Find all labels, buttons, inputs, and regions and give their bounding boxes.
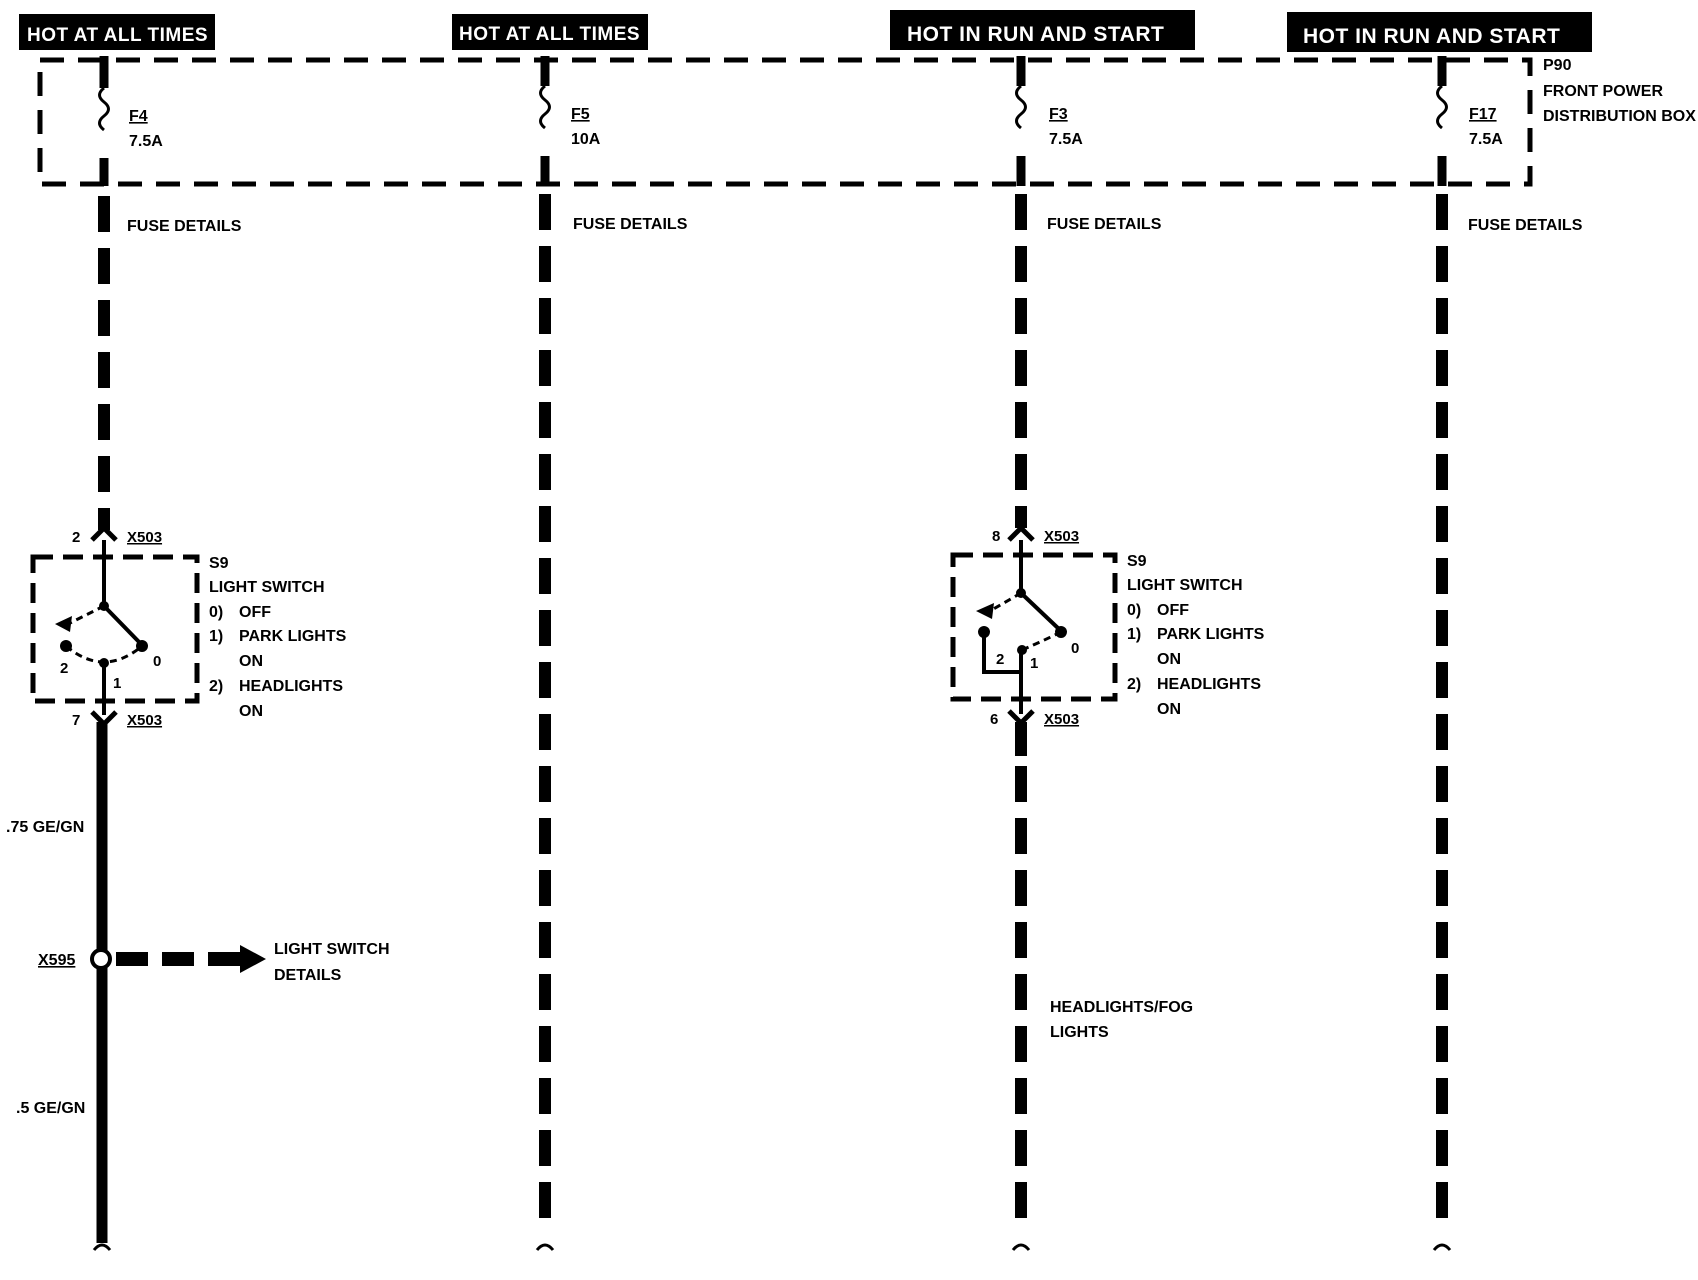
banner-2-text: HOT AT ALL TIMES: [459, 24, 640, 45]
banner-3: HOT IN RUN AND START: [890, 10, 1195, 50]
switch1-pos-2-text: ON: [239, 653, 263, 670]
fuse-f3-symbol: [1015, 84, 1027, 130]
switch2-connector-top: X503: [1044, 528, 1079, 545]
switch2-pos-4-text: ON: [1157, 701, 1181, 718]
fuse-f4-id: F4: [129, 108, 148, 125]
switch1-pos-3-num: 2): [209, 678, 223, 695]
splice-x595: [90, 948, 112, 970]
wire-label-75: .75 GE/GN: [6, 819, 84, 836]
splice-id: X595: [38, 952, 75, 969]
distribution-box-name-2: DISTRIBUTION BOX: [1543, 108, 1696, 125]
switch2-pos-3-num: 2): [1127, 676, 1141, 693]
switch1-pos-0-num: 0): [209, 604, 223, 621]
fuse-f3-id: F3: [1049, 106, 1068, 123]
fuse-f5-details: FUSE DETAILS: [573, 216, 688, 233]
switch1-connector-bottom: X503: [127, 712, 162, 729]
switch1-pos-0-text: OFF: [239, 604, 271, 621]
fuse-f5-rating: 10A: [571, 131, 601, 148]
switch2-connector-bottom: X503: [1044, 711, 1079, 728]
switch2-box: [950, 552, 1118, 702]
circuit-f17: F17 7.5A FUSE DETAILS: [1432, 56, 1583, 1251]
splice-ref-2: DETAILS: [274, 967, 342, 984]
switch1-name: LIGHT SWITCH: [209, 579, 325, 596]
switch2-pos-1-text: PARK LIGHTS: [1157, 626, 1265, 643]
circuit-f4: F4 7.5A FUSE DETAILS 2 X503 2 1 0 7 X503…: [6, 56, 390, 1251]
banner-4: HOT IN RUN AND START: [1287, 12, 1592, 52]
switch1-pos-3-text: HEADLIGHTS: [239, 678, 343, 695]
switch2-pos-0-text: OFF: [1157, 602, 1189, 619]
distribution-box-id: P90: [1543, 57, 1572, 74]
fuse-f17-symbol: [1436, 84, 1448, 130]
fuse-f17-rating: 7.5A: [1469, 131, 1503, 148]
circuit-f3: F3 7.5A FUSE DETAILS 8 X503 2 1 0 6 X503…: [950, 56, 1265, 1251]
switch1-contact-2: 2: [60, 660, 68, 677]
switch1-box: [30, 554, 200, 704]
switch2-contact-2: 2: [996, 651, 1004, 668]
switch2-pin-out: 6: [990, 711, 998, 728]
splice-ref-1: LIGHT SWITCH: [274, 941, 390, 958]
fuse-f17-details: FUSE DETAILS: [1468, 217, 1583, 234]
switch2-pos-3-text: HEADLIGHTS: [1157, 676, 1261, 693]
headlights-ref-2: LIGHTS: [1050, 1024, 1109, 1041]
switch2-pos-0-num: 0): [1127, 602, 1141, 619]
fuse-f4-rating: 7.5A: [129, 133, 163, 150]
wire-label-5: .5 GE/GN: [16, 1100, 85, 1117]
circuit-f5: F5 10A FUSE DETAILS: [535, 56, 688, 1251]
switch1-pos-1-num: 1): [209, 628, 223, 645]
headlights-ref-1: HEADLIGHTS/FOG: [1050, 999, 1193, 1016]
switch1-pin-in: 2: [72, 529, 80, 546]
power-distribution-box-outline: [37, 57, 1533, 187]
fuse-f4-details: FUSE DETAILS: [127, 218, 242, 235]
distribution-box-name-1: FRONT POWER: [1543, 83, 1663, 100]
fuse-f3-rating: 7.5A: [1049, 131, 1083, 148]
switch2-contact-1: 1: [1030, 655, 1038, 672]
switch2-pos-2-text: ON: [1157, 651, 1181, 668]
switch1-id: S9: [209, 555, 229, 572]
splice-arrow: [240, 945, 266, 973]
switch1-pin-out: 7: [72, 712, 80, 729]
banner-2: HOT AT ALL TIMES: [452, 14, 648, 50]
fuse-f5-symbol: [539, 84, 551, 130]
banner-3-text: HOT IN RUN AND START: [907, 23, 1164, 46]
banner-4-text: HOT IN RUN AND START: [1303, 25, 1560, 48]
switch2-pos-1-num: 1): [1127, 626, 1141, 643]
fuse-f4-symbol: [98, 86, 110, 132]
switch1-connector-top: X503: [127, 529, 162, 546]
switch2-name: LIGHT SWITCH: [1127, 577, 1243, 594]
fuse-f3-details: FUSE DETAILS: [1047, 216, 1162, 233]
switch1-pos-4-text: ON: [239, 703, 263, 720]
switch2-id: S9: [1127, 553, 1147, 570]
switch1-contact-0: 0: [153, 653, 161, 670]
switch2-pin-in: 8: [992, 528, 1000, 545]
switch2-contact-0: 0: [1071, 640, 1079, 657]
fuse-f17-id: F17: [1469, 106, 1497, 123]
fuse-f5-id: F5: [571, 106, 590, 123]
switch1-pos-1-text: PARK LIGHTS: [239, 628, 347, 645]
banner-1: HOT AT ALL TIMES: [19, 14, 215, 50]
banner-1-text: HOT AT ALL TIMES: [27, 25, 208, 46]
switch1-contact-1: 1: [113, 675, 121, 692]
